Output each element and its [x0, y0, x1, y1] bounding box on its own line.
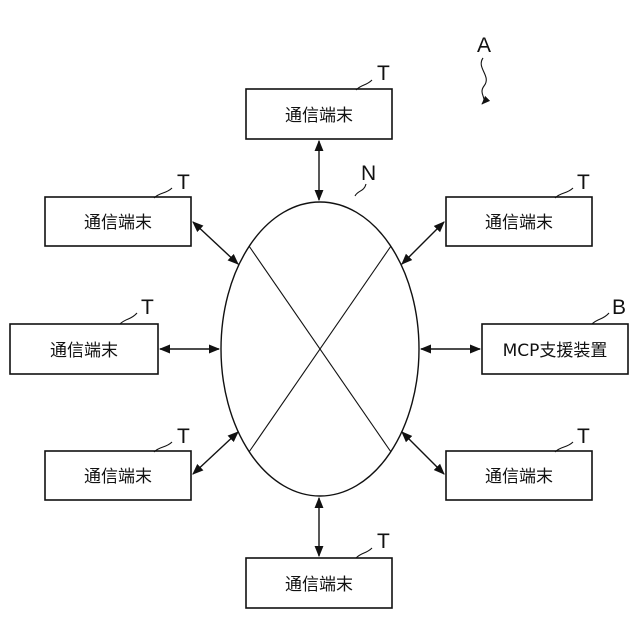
terminal-lower-left-ref: T — [177, 425, 190, 448]
terminal-upper-right-label: 通信端末 — [485, 213, 553, 233]
device-ref-label: B — [612, 296, 626, 319]
terminal-lower-left-label: 通信端末 — [84, 467, 152, 487]
terminal-middle-left-ref-leader — [120, 313, 137, 324]
terminal-top: 通信端末 T — [246, 62, 392, 139]
terminal-bottom-ref: T — [377, 530, 390, 553]
link-upper-left — [193, 222, 238, 264]
terminal-bottom-label: 通信端末 — [285, 575, 353, 595]
terminal-upper-left-ref: T — [177, 171, 190, 194]
mcp-support-device-label: MCP支援装置 — [503, 341, 608, 361]
device-ref-leader — [592, 313, 609, 324]
terminal-top-label: 通信端末 — [285, 106, 353, 126]
link-lower-left — [193, 432, 238, 474]
terminal-top-ref: T — [377, 62, 390, 85]
terminal-upper-right: 通信端末 T — [446, 171, 592, 246]
terminal-middle-left-label: 通信端末 — [50, 341, 118, 361]
terminal-upper-left: 通信端末 T — [45, 171, 191, 246]
link-lower-right — [402, 432, 444, 474]
network-ref-leader — [355, 184, 366, 196]
terminal-upper-right-ref: T — [577, 171, 590, 194]
link-upper-right — [402, 222, 444, 264]
network-ref-label: N — [361, 162, 376, 185]
terminal-middle-left: 通信端末 T — [10, 296, 158, 374]
terminal-lower-right-ref: T — [577, 425, 590, 448]
terminal-bottom-ref-leader — [356, 548, 372, 558]
terminal-upper-left-label: 通信端末 — [84, 213, 152, 233]
figure-ref-arrow — [481, 58, 486, 104]
mcp-support-device: MCP支援装置 B — [482, 296, 628, 374]
terminal-lower-right-label: 通信端末 — [485, 467, 553, 487]
terminal-lower-right: 通信端末 T — [446, 425, 592, 500]
terminal-lower-left: 通信端末 T — [45, 425, 191, 500]
terminal-middle-left-ref: T — [141, 296, 154, 319]
figure-ref-label: A — [477, 34, 491, 57]
network-node — [221, 202, 419, 496]
